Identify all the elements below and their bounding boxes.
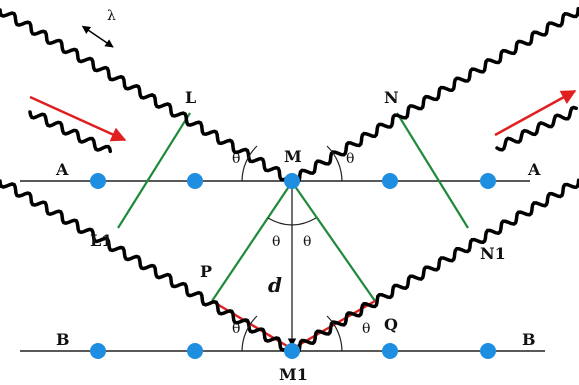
arc-theta-bottom-left [241,315,258,352]
label-lambda: λ [107,8,116,24]
atom [90,173,106,189]
incident-ray-lower [0,179,296,352]
label-A-right: A [527,160,541,179]
label-B-left: B [56,330,70,349]
line-L-L1 [117,112,191,229]
label-theta-bottom-left: θ [232,321,240,337]
arc-theta-bottom-right [326,315,343,352]
label-L1: L1 [90,231,112,250]
label-theta-mid-left: θ [272,234,280,250]
label-M1: M1 [279,365,308,384]
label-theta-bottom-right: θ [362,321,370,337]
label-A-left: A [55,160,69,179]
line-N-N1 [396,112,469,229]
label-theta-mid-right: θ [303,234,311,250]
angle-arcs [241,145,343,352]
atom [480,173,496,189]
label-d: d [268,273,282,297]
label-B-right: B [522,330,536,349]
construction-lines [117,112,469,302]
incident-direction-arrow [29,95,127,142]
arc-theta-left [241,145,258,182]
label-L: L [185,88,196,107]
outgoing-wave-short [495,105,578,152]
label-N: N [384,88,399,107]
atom [382,173,398,189]
incident-ray-upper [0,8,296,182]
atoms-plane-a [90,173,496,189]
incoming-wave-short [28,110,113,154]
atom [187,173,203,189]
atoms-plane-b [90,343,496,359]
arc-theta-right [326,145,343,182]
reflected-ray-lower [290,178,579,355]
label-N1: N1 [480,244,506,263]
atom [382,343,398,359]
atom-M1 [284,343,300,359]
label-theta-left: θ [232,151,240,167]
label-P: P [200,262,212,281]
arc-theta-mid [267,217,317,226]
reflected-direction-arrow [494,89,577,137]
label-Q: Q [384,315,398,334]
atom [480,343,496,359]
atom-M [284,173,300,189]
reflected-ray-upper [290,6,579,185]
atom [187,343,203,359]
atom [90,343,106,359]
label-M: M [284,147,302,166]
wavelength-arrow [81,25,114,48]
wave-rays [0,6,579,355]
line-M-Q [291,181,376,302]
line-M-P [211,181,293,302]
label-theta-right: θ [346,151,354,167]
